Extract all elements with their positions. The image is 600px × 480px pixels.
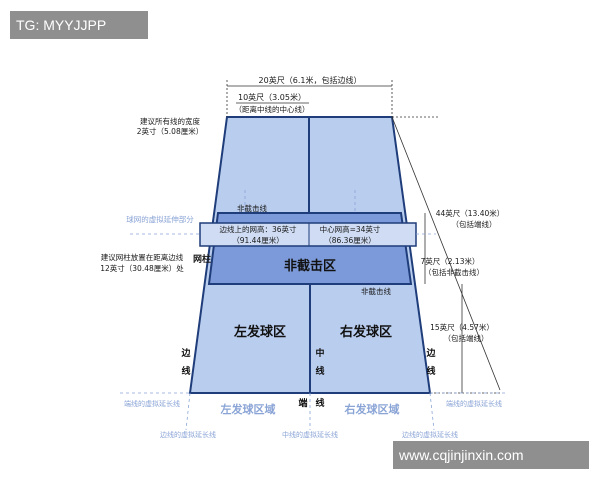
service-length-label: 15英尺（4.57米）	[430, 322, 494, 332]
line-width-value: 2英寸（5.08厘米）	[137, 126, 203, 136]
sideline-ext-left	[185, 392, 191, 431]
centerline-ext-label: 中线的虚拟延长线	[282, 430, 338, 439]
width-total-label: 20英尺（6.1米，包括边线）	[259, 75, 362, 85]
sideline-ext-right	[429, 392, 435, 431]
left-sideline-label-1: 边	[180, 347, 191, 359]
baseline-ext-right-label: 端线的虚拟延长线	[446, 399, 502, 408]
left-service-court-label: 左发球区	[234, 324, 286, 340]
net	[199, 222, 417, 247]
nvz-length-note: （包括非截击线）	[424, 267, 484, 277]
width-half-note: （距离中线的中心线）	[235, 104, 310, 114]
post-position-label: 建议网柱放置在距离边线	[101, 252, 184, 262]
left-sideline-label-2: 线	[181, 365, 190, 377]
net-extension-label: 球网的虚拟延伸部分	[126, 214, 194, 224]
right-service-court-label: 右发球区	[339, 324, 392, 340]
net-side-height-label: 边线上的网高：36英寸	[219, 224, 297, 234]
baseline-ext-left-label: 端线的虚拟延长线	[124, 399, 180, 408]
length-label: 44英尺（13.40米）	[436, 208, 505, 218]
nvz-line-label-bottom: 非截击线	[361, 286, 391, 296]
nvz-area-label: 非截击区	[284, 258, 336, 274]
centerline-label-2: 线	[315, 365, 324, 377]
centerline-label-1: 中	[315, 347, 324, 359]
post-label: 网柱	[193, 253, 211, 265]
baseline-label-2: 线	[315, 397, 324, 409]
service-length-note: （包括端线）	[444, 333, 489, 343]
net-side-height-value: （91.44厘米）	[232, 235, 283, 245]
post-position-value: 12英寸（30.48厘米）处	[100, 263, 184, 273]
baseline-label-1: 端	[298, 397, 307, 409]
sideline-ext-left-label: 边线的虚拟延长线	[160, 430, 216, 439]
net-center-height-value: （86.36厘米）	[324, 235, 375, 245]
length-note: （包括端线）	[452, 219, 497, 229]
sideline-ext-right-label: 边线的虚拟延长线	[402, 430, 458, 439]
right-sideline-label-1: 边	[425, 347, 436, 359]
length-dim-line	[391, 116, 501, 391]
net-center-height-label: 中心网高=34英寸	[320, 224, 381, 234]
right-sideline-label-2: 线	[426, 365, 435, 377]
nvz-length-label: 7英尺（2.13米）	[421, 256, 480, 266]
watermark-top: TG: MYYJJPP	[10, 11, 148, 39]
nvz-line-label-top: 非截击线	[237, 203, 267, 213]
line-width-label: 建议所有线的宽度	[140, 116, 200, 126]
watermark-bottom: www.cqjinjinxin.com	[393, 441, 589, 469]
left-service-zone-label: 左发球区域	[220, 402, 276, 416]
width-half-label: 10英尺（3.05米）	[238, 92, 306, 102]
right-service-zone-label: 右发球区域	[344, 402, 400, 416]
